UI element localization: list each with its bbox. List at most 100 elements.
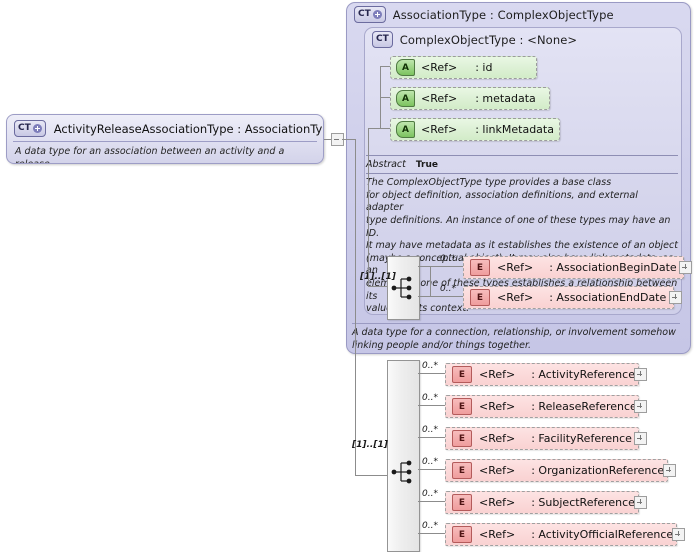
element-occurrence: 0..* [422, 521, 438, 531]
element-occurrence: 0..* [422, 489, 438, 499]
seq-upper-stub [418, 266, 430, 267]
element-name: : SubjectReference [531, 496, 635, 509]
element-badge-icon: E [452, 526, 472, 543]
complextype-badge-icon: CT [354, 6, 386, 23]
element-expand-button[interactable] [679, 261, 692, 274]
element-ref: <Ref> [479, 464, 516, 477]
element-row[interactable]: E <Ref> : ActivityReference [445, 363, 639, 386]
association-type-doc-panel: A data type for a connection, relationsh… [352, 323, 680, 352]
element-ref: <Ref> [479, 368, 516, 381]
attribute-ref: <Ref> [421, 61, 458, 74]
element-name: : OrganizationReference [531, 464, 665, 477]
sequence-icon [391, 460, 412, 484]
attribute-row[interactable]: A <Ref> : linkMetadata [390, 118, 560, 141]
element-badge-icon: E [452, 366, 472, 383]
element-row[interactable]: E <Ref> : ReleaseReference [445, 395, 639, 418]
doc-divider [366, 155, 678, 156]
inner-connector-trunk [368, 128, 369, 286]
element-badge-icon: E [452, 494, 472, 511]
element-occurrence: 0..* [440, 284, 456, 294]
attribute-ref: <Ref> [421, 123, 458, 136]
root-connector-stub [324, 139, 332, 140]
sequence-upper-occurrence: [1]..[1] [360, 272, 396, 282]
seq-lower-branch [418, 373, 445, 374]
root-type-documentation: A data type for an association between a… [15, 146, 285, 163]
association-type-title: AssociationType : ComplexObjectType [392, 7, 614, 22]
element-row[interactable]: E <Ref> : FacilityReference [445, 427, 639, 450]
seq-upper-stub [418, 296, 430, 297]
attr-tree-branch [380, 66, 390, 67]
root-connector-branch-lower [355, 475, 387, 476]
seq-upper-branch [430, 266, 463, 267]
element-occurrence: 0..* [422, 393, 438, 403]
element-badge-icon: E [470, 289, 490, 306]
element-occurrence: 0..* [440, 254, 456, 264]
attribute-row[interactable]: A <Ref> : id [390, 56, 537, 79]
attribute-name: : id [475, 61, 493, 74]
complex-object-type-header: CT ComplexObjectType : <None> [372, 31, 577, 48]
element-badge-icon: E [470, 259, 490, 276]
element-expand-button[interactable] [663, 464, 676, 477]
sequence-lower-occurrence: [1]..[1] [352, 440, 388, 450]
element-ref: <Ref> [479, 400, 516, 413]
doc-divider [366, 173, 678, 174]
element-ref: <Ref> [497, 291, 534, 304]
complextype-badge-icon: CT [14, 120, 46, 137]
complex-object-type-documentation: The ComplexObjectType type provides a ba… [366, 177, 678, 315]
element-row[interactable]: E <Ref> : OrganizationReference [445, 459, 668, 482]
element-name: : FacilityReference [531, 432, 632, 445]
element-name: : ReleaseReference [531, 400, 637, 413]
seq-upper-trunk [430, 266, 431, 296]
association-type-header: CT AssociationType : ComplexObjectType [354, 6, 614, 23]
inner-connector-branch [368, 286, 387, 287]
complex-object-type-title: ComplexObjectType : <None> [399, 32, 578, 47]
element-occurrence: 0..* [422, 425, 438, 435]
root-connector-trunk [355, 139, 356, 475]
seq-lower-branch [418, 469, 445, 470]
attribute-badge-icon: A [396, 121, 415, 138]
attribute-ref: <Ref> [421, 92, 458, 105]
attribute-row[interactable]: A <Ref> : metadata [390, 87, 550, 110]
abstract-row: Abstract True [366, 159, 678, 172]
association-type-documentation: A data type for a connection, relationsh… [352, 327, 676, 351]
element-name: : ActivityOfficialReference [531, 528, 674, 541]
element-row[interactable]: E <Ref> : SubjectReference [445, 491, 639, 514]
abstract-label: Abstract [366, 159, 406, 170]
sequence-compositor-upper[interactable] [387, 256, 420, 320]
complex-object-type-doc-panel: Abstract True The ComplexObjectType type… [366, 154, 678, 316]
root-type-title-row: CT ActivityReleaseAssociationType : Asso… [7, 115, 323, 141]
element-expand-button[interactable] [634, 400, 647, 413]
element-badge-icon: E [452, 462, 472, 479]
root-connector-stub [342, 139, 355, 140]
element-expand-button[interactable] [634, 496, 647, 509]
seq-lower-branch [418, 405, 445, 406]
doc-divider [352, 323, 680, 324]
root-type-box[interactable]: CT ActivityReleaseAssociationType : Asso… [6, 114, 324, 164]
seq-lower-branch [418, 501, 445, 502]
attr-tree-branch [380, 97, 390, 98]
attribute-name: : linkMetadata [475, 123, 554, 136]
element-ref: <Ref> [497, 261, 534, 274]
seq-lower-branch [418, 533, 445, 534]
sequence-icon [391, 276, 412, 300]
element-name: : AssociationBeginDate [549, 261, 677, 274]
attribute-badge-icon: A [396, 59, 415, 76]
element-row[interactable]: E <Ref> : AssociationEndDate [463, 286, 674, 309]
element-expand-button[interactable] [634, 368, 647, 381]
root-type-title: ActivityReleaseAssociationType : Associa… [53, 121, 324, 136]
inner-connector-branch [368, 128, 380, 129]
element-ref: <Ref> [479, 528, 516, 541]
element-ref: <Ref> [479, 432, 516, 445]
element-row[interactable]: E <Ref> : AssociationBeginDate [463, 256, 684, 279]
sequence-compositor-lower[interactable] [387, 360, 420, 552]
element-expand-button[interactable] [669, 291, 682, 304]
seq-lower-branch [418, 437, 445, 438]
element-expand-button[interactable] [672, 528, 685, 541]
element-occurrence: 0..* [422, 457, 438, 467]
element-badge-icon: E [452, 430, 472, 447]
attribute-badge-icon: A [396, 90, 415, 107]
element-row[interactable]: E <Ref> : ActivityOfficialReference [445, 523, 677, 546]
attribute-name: : metadata [475, 92, 536, 105]
element-expand-button[interactable] [634, 432, 647, 445]
